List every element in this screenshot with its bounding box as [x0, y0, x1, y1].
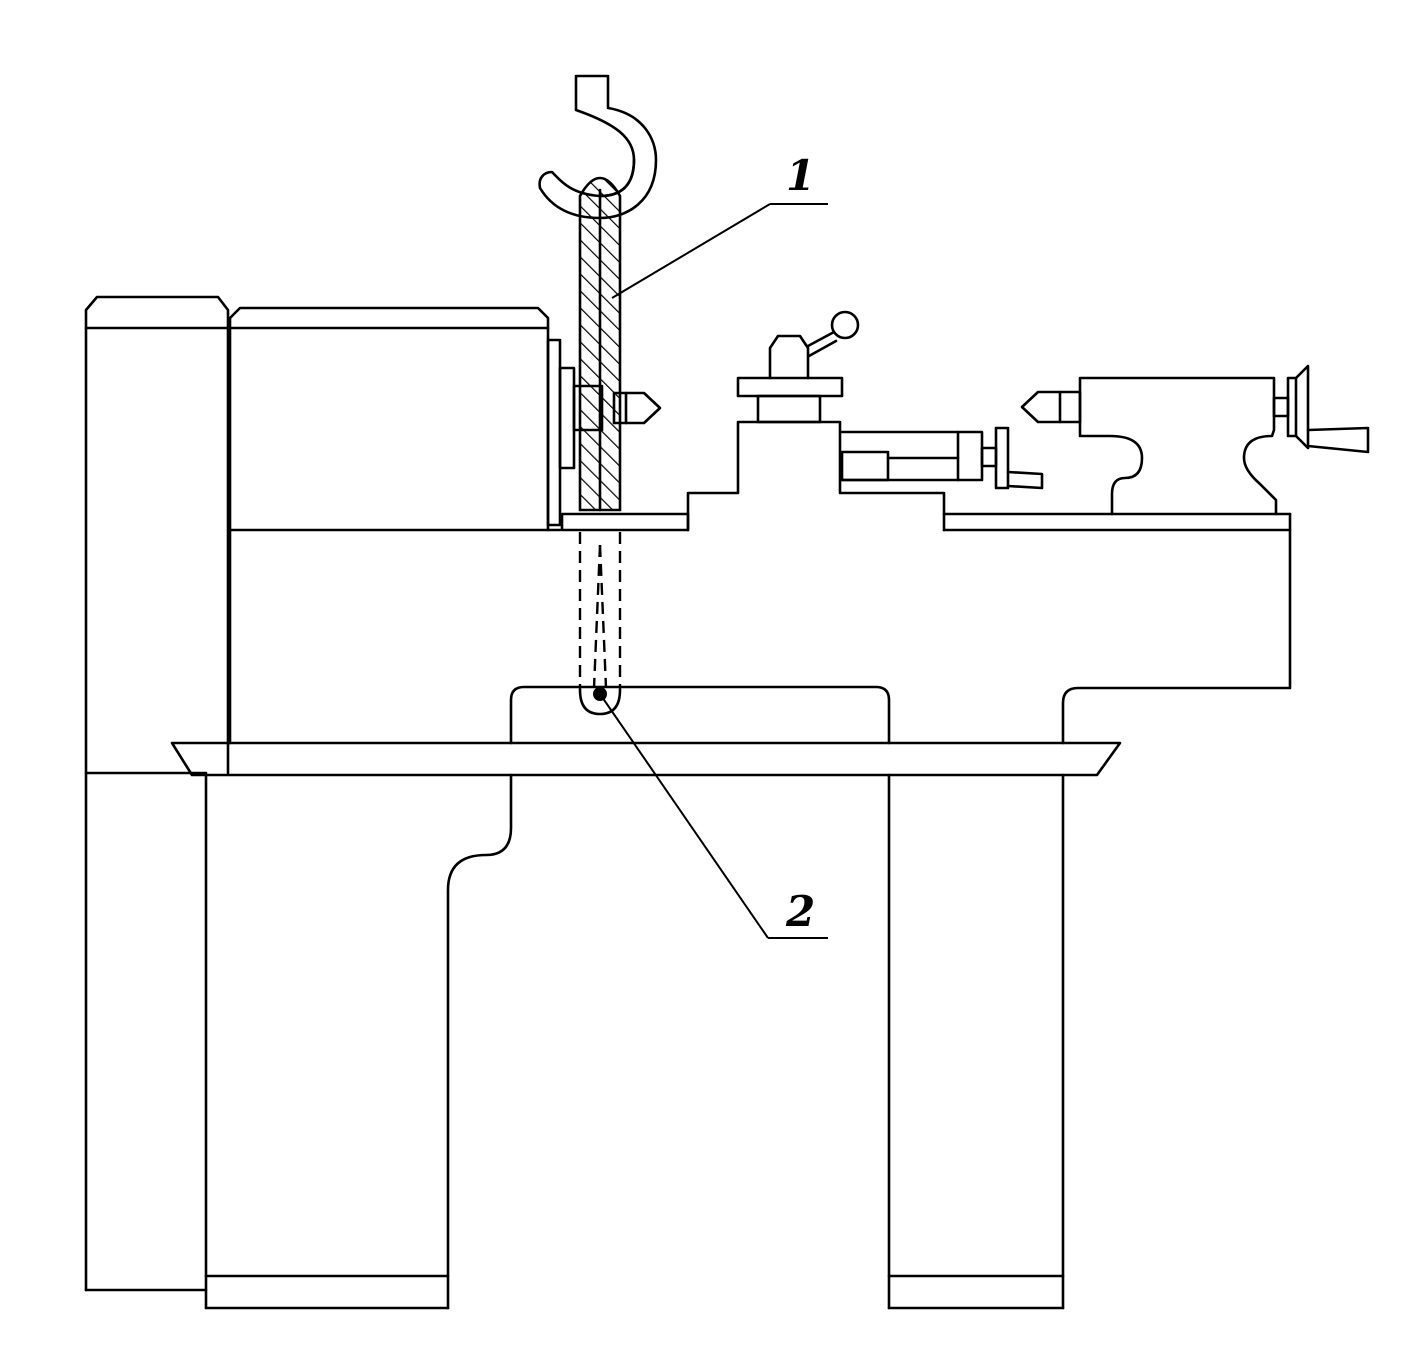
callout-1: 1: [611, 151, 828, 299]
table-top: [170, 741, 1122, 777]
left-cabinet: [84, 295, 230, 1292]
tailstock: [1020, 364, 1370, 516]
tool-post: [736, 310, 860, 424]
hidden-sling: [578, 532, 622, 716]
left-stand: [204, 773, 513, 1310]
callout-2-label: 2: [785, 887, 815, 936]
callout-1-label: 1: [786, 151, 815, 200]
callout-2: 2: [599, 693, 828, 939]
right-stand: [887, 773, 1065, 1310]
lathe-bed: [228, 512, 1292, 745]
sling: [578, 158, 636, 512]
cross-slide-handwheel: [840, 426, 1044, 490]
